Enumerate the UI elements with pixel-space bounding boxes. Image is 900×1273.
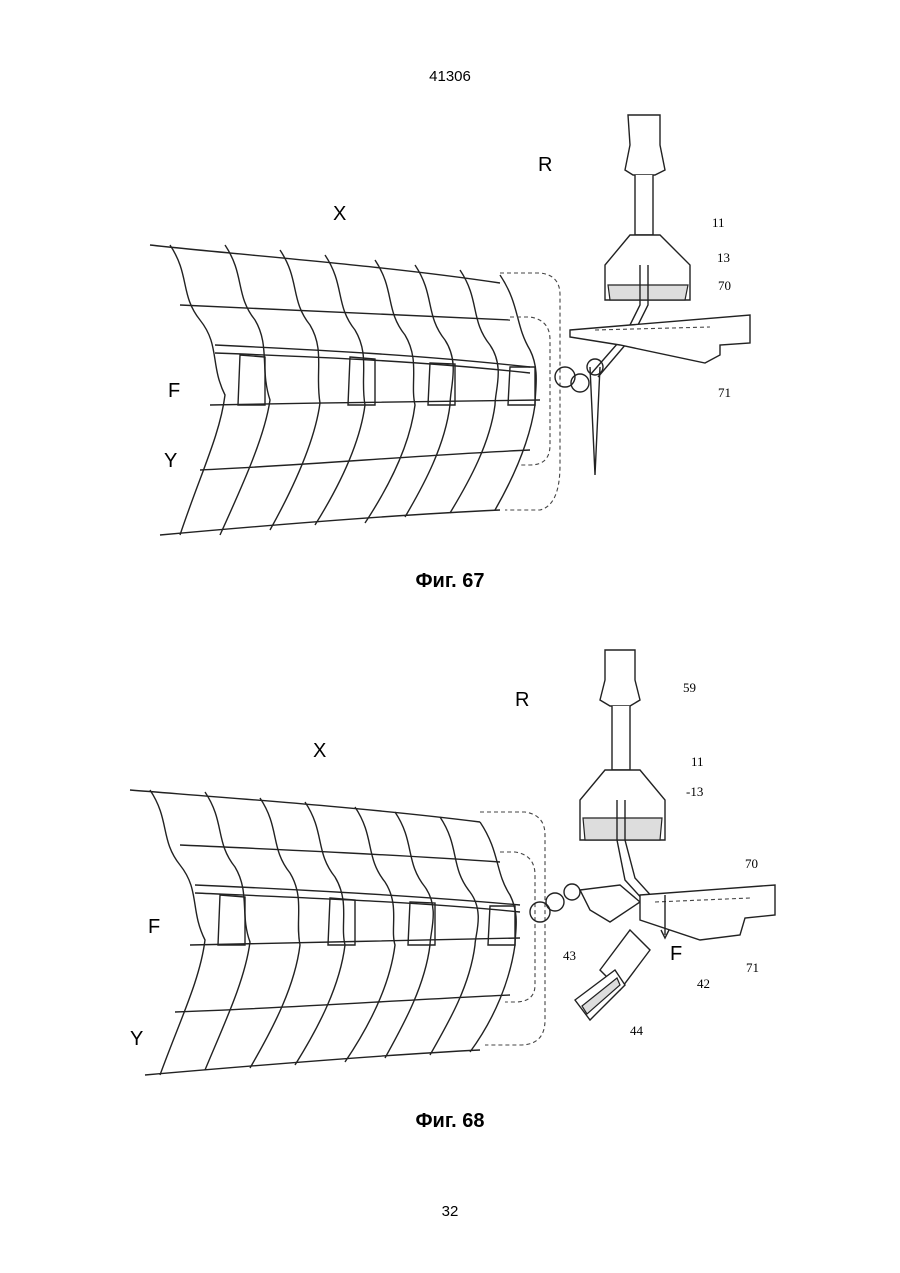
figure-68-caption: Фиг. 68 — [0, 1110, 900, 1133]
label-F-right: F — [670, 943, 682, 965]
figure-67-svg: R X F Y 11 13 70 71 — [120, 105, 780, 565]
upper-tool — [580, 650, 665, 902]
label-R: R — [515, 689, 529, 711]
wire-mesh — [150, 245, 540, 535]
label-F: F — [148, 916, 160, 938]
label-X: X — [313, 740, 326, 762]
label-11: 11 — [712, 215, 725, 230]
label-F: F — [168, 380, 180, 402]
label-Y: Y — [164, 450, 177, 472]
figure-68-svg: R X F Y F 59 11 -13 70 71 42 43 44 — [120, 640, 780, 1100]
label-70: 70 — [745, 856, 758, 871]
coil-loops — [555, 359, 603, 475]
label-Y: Y — [130, 1028, 143, 1050]
label-42: 42 — [697, 976, 710, 991]
label-59: 59 — [683, 680, 696, 695]
document-number: 41306 — [0, 68, 900, 85]
label-13: 13 — [717, 250, 730, 265]
label-71: 71 — [746, 960, 759, 975]
figure-67-caption: Фиг. 67 — [0, 570, 900, 593]
label-X: X — [333, 203, 346, 225]
label-71: 71 — [718, 385, 731, 400]
label-R: R — [538, 154, 552, 176]
coil-loops — [530, 884, 640, 922]
label-44: 44 — [630, 1023, 644, 1038]
figure-67-drawing: R X F Y 11 13 70 71 — [120, 105, 780, 565]
wire-mesh — [130, 790, 520, 1075]
guide-plate — [570, 315, 750, 363]
cutter-42-44 — [575, 930, 650, 1020]
dashed-wire-ends — [480, 812, 545, 1045]
label-13: -13 — [686, 784, 703, 799]
label-43: 43 — [563, 948, 576, 963]
label-70: 70 — [718, 278, 731, 293]
page-number: 32 — [0, 1203, 900, 1220]
figure-68-drawing: R X F Y F 59 11 -13 70 71 42 43 44 — [120, 640, 780, 1100]
label-11: 11 — [691, 754, 704, 769]
guide-plate — [640, 885, 775, 940]
